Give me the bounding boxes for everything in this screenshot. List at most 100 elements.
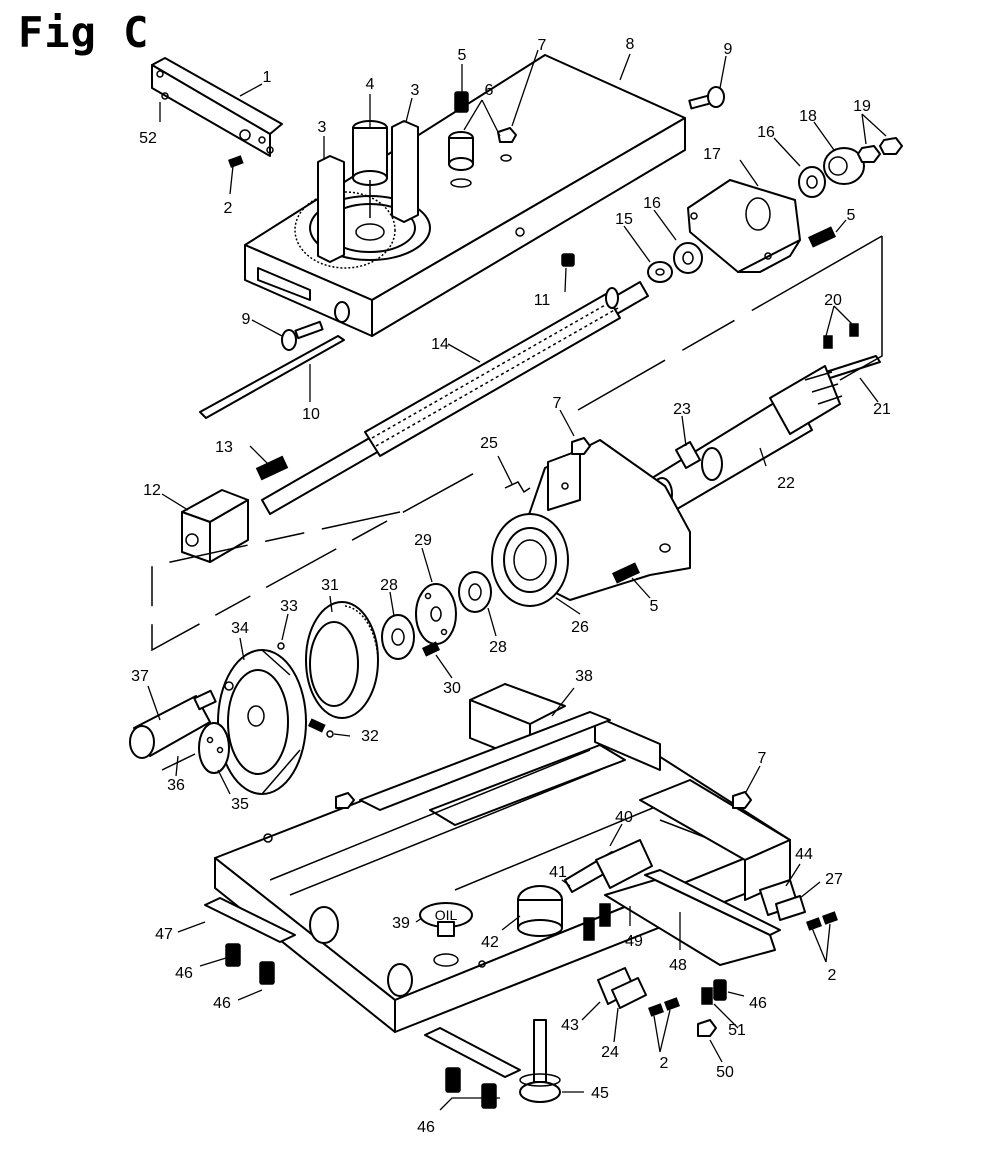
nut-7-bottom-left: [335, 792, 355, 809]
label-16-lower: 16: [643, 195, 661, 212]
label-2: 2: [224, 200, 233, 217]
label-12: 12: [143, 482, 161, 499]
nuts-19: [857, 137, 903, 163]
label-11: 11: [534, 292, 551, 309]
part-25: [504, 481, 531, 494]
bearing-28-left: [381, 614, 415, 660]
label-36: 36: [167, 777, 185, 794]
label-28-left: 28: [380, 577, 398, 594]
nut-7-bottom-right: [732, 791, 752, 809]
label-26: 26: [571, 619, 589, 636]
oil-cap-text: OIL: [435, 907, 458, 923]
label-45: 45: [591, 1085, 609, 1102]
label-39: 39: [392, 915, 410, 932]
screw-36: [161, 753, 196, 771]
screws-2-bottom: [648, 911, 838, 1017]
saddle-base: [214, 711, 791, 1033]
label-46-d: 46: [749, 995, 767, 1012]
label-40: 40: [615, 809, 633, 826]
part-labels: 1 52 2 3 3 4 5 6 7 8 9 9 10 11 12 13 14 …: [131, 36, 891, 1136]
set-screw-11: [561, 253, 575, 267]
nut-7-top: [497, 127, 517, 162]
label-41: 41: [549, 864, 567, 881]
gib-bottom-center: [424, 1027, 521, 1078]
bearings-16: [673, 166, 826, 274]
label-9-right: 9: [724, 41, 733, 58]
bushing-6: [448, 131, 474, 188]
label-30: 30: [443, 680, 461, 697]
nut-block-12: [181, 489, 249, 563]
lead-screw-14: [261, 281, 649, 515]
label-35: 35: [231, 796, 249, 813]
label-44: 44: [795, 846, 813, 863]
collar-18: [823, 147, 865, 185]
handle-37: [129, 689, 217, 759]
pins-20: [823, 323, 859, 349]
label-29: 29: [414, 532, 432, 549]
gib-posts-3: [317, 120, 419, 263]
knob-42: [517, 885, 563, 937]
label-7-middle: 7: [553, 395, 562, 412]
oil-cap-39: OIL: [419, 902, 473, 967]
label-32: 32: [361, 728, 379, 745]
screw-5-housing: [612, 562, 640, 584]
label-22: 22: [777, 475, 795, 492]
label-24: 24: [601, 1044, 619, 1061]
label-3b: 3: [411, 82, 420, 99]
bracket-17: [687, 179, 801, 273]
label-18: 18: [799, 108, 817, 125]
label-23: 23: [673, 401, 691, 418]
label-46-a: 46: [175, 965, 193, 982]
key-21: [825, 355, 881, 379]
label-33: 33: [280, 598, 298, 615]
label-8: 8: [626, 36, 635, 53]
cap-screws-46: [225, 943, 727, 1109]
boundary-lines: [151, 235, 883, 652]
cover-35: [198, 722, 230, 774]
label-49: 49: [625, 933, 643, 950]
bolt-45: [519, 1019, 561, 1103]
label-19: 19: [853, 98, 871, 115]
label-50: 50: [716, 1064, 734, 1081]
label-9-left: 9: [242, 311, 251, 328]
handwheel-34: [217, 649, 307, 795]
screw-5-top: [454, 91, 469, 113]
washer-15: [647, 261, 673, 283]
label-52: 52: [139, 130, 157, 147]
screw-32: [307, 718, 334, 738]
bracket-44-27: [759, 879, 806, 921]
label-2-bottom-center: 2: [660, 1055, 669, 1072]
label-6: 6: [485, 82, 494, 99]
figure-title: Fig C: [18, 8, 150, 57]
label-47: 47: [155, 926, 173, 943]
label-21: 21: [873, 401, 891, 418]
label-14: 14: [431, 336, 449, 353]
label-2-bottom-right: 2: [828, 967, 837, 984]
label-20: 20: [824, 292, 842, 309]
locking-sleeve-4: [352, 120, 388, 218]
gib-47: [204, 897, 296, 943]
label-43: 43: [561, 1017, 579, 1034]
label-5-bracket: 5: [847, 207, 856, 224]
screw-2-top: [228, 155, 244, 168]
gibs-48-49: [604, 869, 781, 966]
gib-10: [199, 335, 345, 419]
label-4: 4: [366, 76, 375, 93]
label-28-right: 28: [489, 639, 507, 656]
screw-9-left: [281, 320, 324, 351]
nut-7-middle: [571, 437, 591, 455]
nut-50: [697, 1019, 717, 1037]
dial-31: [305, 601, 379, 719]
screw-13: [255, 455, 289, 481]
label-46-c: 46: [417, 1119, 435, 1136]
label-15: 15: [615, 211, 633, 228]
gear-shaft-22: [651, 365, 843, 513]
label-16-upper: 16: [757, 124, 775, 141]
label-10: 10: [302, 406, 320, 423]
label-7-top: 7: [538, 37, 547, 54]
label-13: 13: [215, 439, 233, 456]
label-27: 27: [825, 871, 843, 888]
gib-strip: [151, 57, 283, 157]
lever-40-41: [564, 839, 653, 941]
